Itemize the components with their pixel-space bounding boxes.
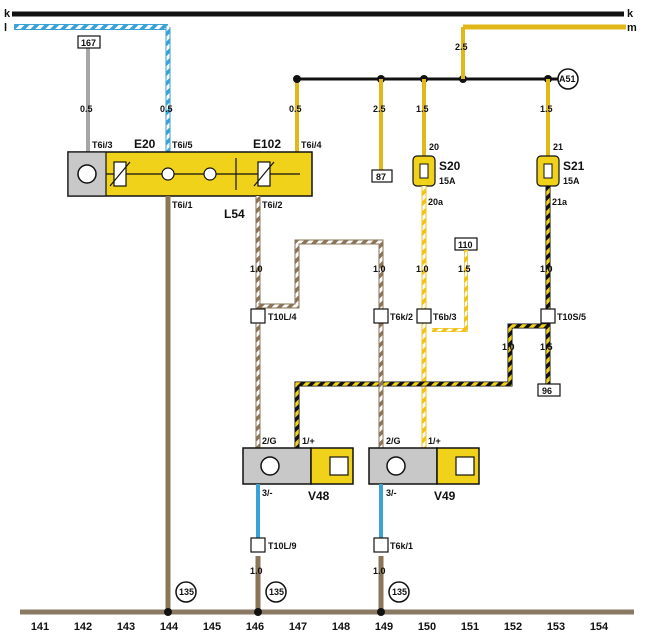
track-number: 151: [461, 621, 479, 633]
s21-label: S21: [563, 159, 585, 173]
ref-box-167: [77, 35, 101, 49]
ground-135-c: 135: [392, 587, 407, 597]
size-150-mid: 1.0: [416, 264, 429, 274]
track-number: 142: [74, 621, 92, 633]
v49-3: 3/-: [386, 488, 397, 498]
size-144: 0.5: [160, 104, 173, 114]
size-151-top: 2.5: [455, 42, 468, 52]
size-146-mid: 1.0: [250, 264, 263, 274]
pin-t6i2: T6i/2: [262, 200, 283, 210]
connector-t6k1: [373, 537, 389, 553]
ref-87-label: 87: [376, 172, 386, 182]
wire-153-mid: [294, 186, 551, 448]
rail-k-left-label: k: [4, 8, 11, 20]
pin-t6i3: T6i/3: [92, 140, 113, 150]
ground-bar: [20, 608, 634, 616]
ref-96-label: 96: [542, 386, 552, 396]
pin-t6k1: T6k/1: [390, 541, 413, 551]
pin-t6k2: T6k/2: [390, 312, 413, 322]
ground-symbols-135: [175, 581, 410, 603]
size-149-low: 1.0: [373, 566, 386, 576]
track-number: 154: [590, 621, 609, 633]
size-146-low: 1.0: [250, 566, 263, 576]
track-number: 147: [289, 621, 307, 633]
size-147: 0.5: [289, 104, 302, 114]
switch-block-e20-e102: [67, 151, 313, 197]
size-149-mid: 1.0: [373, 264, 386, 274]
s20-label: S20: [439, 159, 461, 173]
size-149: 2.5: [373, 104, 386, 114]
e20-label: E20: [134, 137, 156, 151]
connector-t10l9: [250, 537, 266, 553]
fuse-s20: [412, 155, 436, 187]
v48-label: V48: [308, 489, 330, 503]
track-number: 143: [117, 621, 135, 633]
connector-t10s5: [540, 308, 556, 324]
fuse21-in: 21: [553, 142, 563, 152]
track-number: 144: [160, 621, 179, 633]
pin-t10l9: T10L/9: [268, 541, 297, 551]
ref-110-label: 110: [458, 240, 473, 250]
connector-t6k2: [373, 308, 389, 324]
v49-2g: 2/G: [386, 436, 401, 446]
ref-box-96: [537, 383, 561, 397]
motor-v48: [242, 447, 354, 485]
track-number: 146: [246, 621, 264, 633]
ref-box-87: [371, 169, 393, 183]
size-150: 1.5: [416, 104, 429, 114]
pin-t6b3: T6b/3: [433, 312, 457, 322]
fuse-s21: [536, 155, 560, 187]
track-number: 141: [31, 621, 49, 633]
s21-rating: 15A: [563, 176, 580, 186]
size-153-mid: 1.0: [540, 264, 553, 274]
pin-t10s5: T10S/5: [557, 312, 586, 322]
power-bus: [293, 75, 560, 83]
size-153-low: 1.5: [540, 342, 553, 352]
pin-t6i4: T6i/4: [301, 140, 322, 150]
track-number: 153: [547, 621, 565, 633]
s20-rating: 15A: [439, 176, 456, 186]
track-number: 149: [375, 621, 393, 633]
ground-135-b: 135: [269, 587, 284, 597]
track-number-row: 141 142 143 144 145 146 147 148 149 150 151 152 153 1…: [31, 621, 609, 633]
wire-146-149-brown-white: [255, 196, 384, 448]
track-number: 150: [418, 621, 436, 633]
v48-1: 1/+: [302, 436, 315, 446]
v48-3: 3/-: [262, 488, 273, 498]
fuse20-in: 20: [429, 142, 439, 152]
pin-t10l4: T10L/4: [268, 312, 297, 322]
v49-1: 1/+: [428, 436, 441, 446]
size-142: 0.5: [80, 104, 93, 114]
size-151-mid: 1.5: [458, 264, 471, 274]
connector-t6b3: [416, 308, 432, 324]
ref-167-label: 167: [81, 38, 96, 48]
size-153: 1.5: [540, 104, 553, 114]
pin-t6i1: T6i/1: [172, 200, 193, 210]
track-number: 148: [332, 621, 350, 633]
connector-t10l4: [250, 308, 266, 324]
e102-label: E102: [253, 137, 281, 151]
size-152-mid: 1.0: [502, 342, 515, 352]
fuse21-out: 21a: [552, 197, 568, 207]
pin-t6i5: T6i/5: [172, 140, 193, 150]
ground-135-a: 135: [179, 587, 194, 597]
ground-symbol-a51: [557, 68, 579, 90]
rail-m-label: m: [627, 22, 637, 34]
motor-v49: [368, 447, 480, 485]
v48-2g: 2/G: [262, 436, 277, 446]
fuse20-out: 20a: [428, 197, 444, 207]
wire-151-mid: [432, 250, 468, 332]
a51-label: A51: [559, 74, 576, 84]
rail-k-right-label: k: [627, 8, 634, 20]
l54-label: L54: [224, 207, 245, 221]
v49-label: V49: [434, 489, 456, 503]
track-number: 145: [203, 621, 221, 633]
track-number: 152: [504, 621, 522, 633]
rail-l-label: l: [4, 22, 7, 34]
